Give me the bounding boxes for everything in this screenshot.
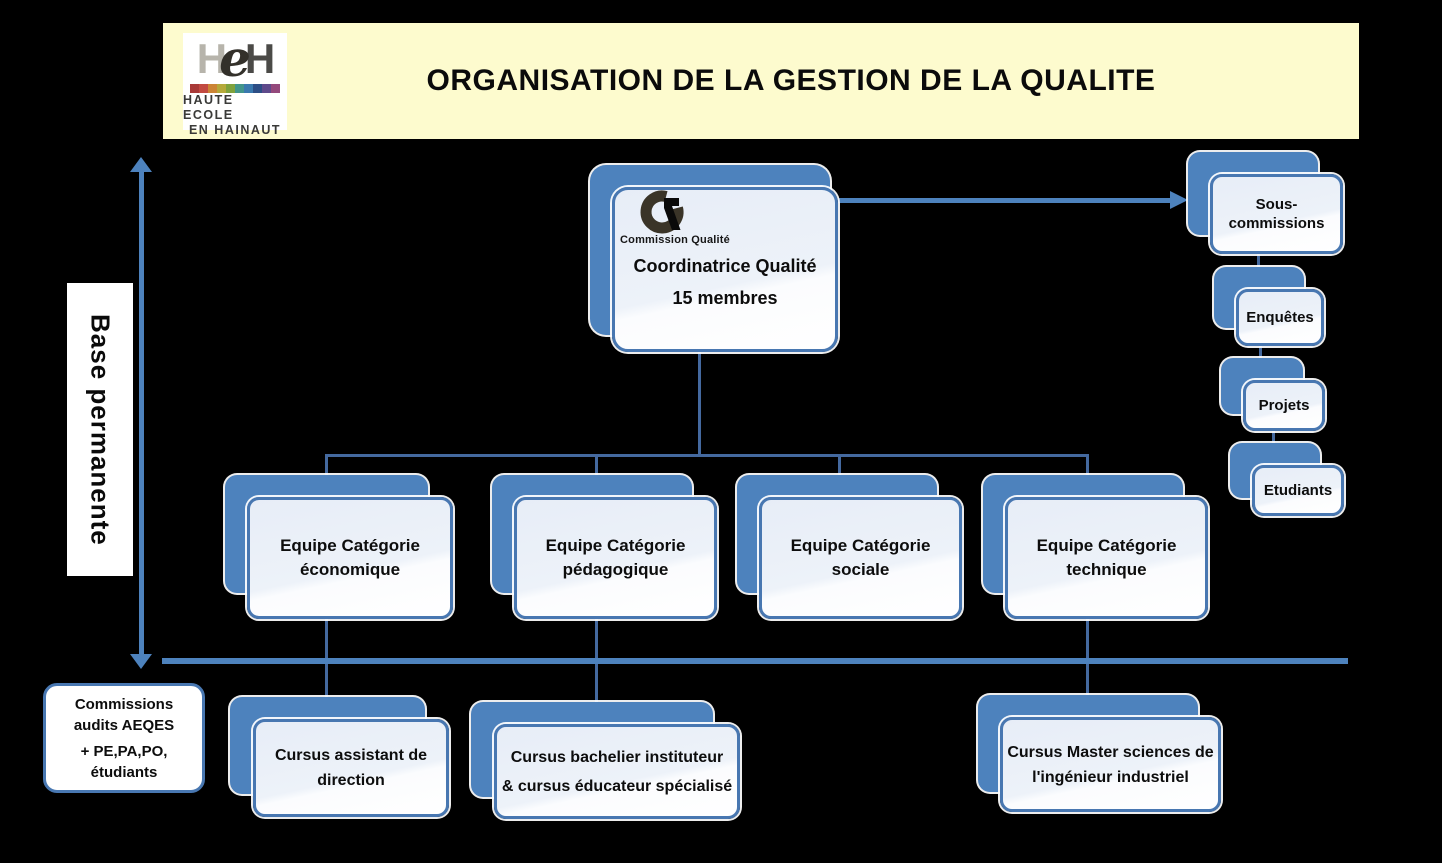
connector-horizontal-bar bbox=[325, 454, 1089, 457]
commission-qualite-icon bbox=[640, 190, 684, 234]
stripe-swatch bbox=[199, 84, 208, 93]
commission-line2: 15 membres bbox=[672, 288, 778, 308]
arrow-down-icon bbox=[130, 654, 152, 669]
enquetes-box: Enquêtes bbox=[1236, 289, 1324, 346]
enquetes-label: Enquêtes bbox=[1246, 309, 1314, 326]
commission-qualite-caption: Commission Qualité bbox=[620, 234, 730, 246]
heh-letter-h-light: H bbox=[196, 35, 227, 82]
heh-logo-letters: H e H bbox=[196, 29, 276, 88]
cursus-bachelier-label: Cursus bachelier instituteur& cursus édu… bbox=[501, 748, 733, 795]
arrow-right-icon bbox=[1170, 191, 1188, 209]
heh-letter-e: e bbox=[219, 29, 251, 88]
connector-cascade-1 bbox=[1257, 252, 1260, 270]
sous-commissions-box: Sous-commissions bbox=[1210, 174, 1343, 254]
connector-cascade-3 bbox=[1272, 429, 1275, 446]
projets-label: Projets bbox=[1258, 397, 1310, 414]
commission-line1: Coordinatrice Qualité bbox=[633, 256, 817, 276]
stripe-swatch bbox=[190, 84, 199, 93]
aeqes-line2: audits AEQES bbox=[73, 716, 175, 734]
heh-logo: H e H HAUTE ECOLE EN HAINAUT bbox=[183, 29, 287, 137]
stripe-swatch bbox=[262, 84, 271, 93]
connector-drop-team2 bbox=[595, 454, 598, 481]
sous-commissions-label: Sous-commissions bbox=[1228, 196, 1325, 232]
base-permanente-box: Base permanente bbox=[67, 283, 133, 576]
connector-team4-cursus3 bbox=[1086, 617, 1089, 697]
heh-letter-h-dark: H bbox=[244, 35, 275, 82]
vertical-double-arrow-shaft bbox=[139, 170, 144, 656]
heh-logo-text-line1: HAUTE ECOLE bbox=[183, 93, 234, 122]
connector-drop-team4 bbox=[1086, 454, 1089, 481]
arrow-up-icon bbox=[130, 157, 152, 172]
cursus-bachelier-box: Cursus bachelier instituteur& cursus édu… bbox=[494, 724, 740, 819]
connector-center-drop bbox=[698, 352, 701, 456]
connector-drop-team1 bbox=[325, 454, 328, 481]
aeqes-line4: étudiants bbox=[90, 763, 158, 781]
arrow-to-sous-commissions-shaft bbox=[838, 198, 1172, 203]
title-banner: ORGANISATION DE LA GESTION DE LA QUALITE bbox=[163, 23, 1359, 139]
stripe-swatch bbox=[271, 84, 280, 93]
stripe-swatch bbox=[208, 84, 217, 93]
aeqes-note-box: Commissions audits AEQES + PE,PA,PO, étu… bbox=[43, 683, 205, 793]
connector-cascade-2 bbox=[1259, 344, 1262, 361]
aeqes-line1: Commissions bbox=[74, 695, 174, 713]
stripe-swatch bbox=[244, 84, 253, 93]
etudiants-label: Etudiants bbox=[1263, 482, 1333, 499]
heh-logo-text-line2: EN HAINAUT bbox=[188, 123, 282, 137]
page-title: ORGANISATION DE LA GESTION DE LA QUALITE bbox=[426, 64, 1156, 97]
stripe-swatch bbox=[253, 84, 262, 93]
stripe-swatch bbox=[235, 84, 244, 93]
heh-logo-color-stripe bbox=[190, 84, 280, 93]
connector-drop-team3 bbox=[838, 454, 841, 481]
aeqes-line3: + PE,PA,PO, bbox=[80, 742, 168, 760]
stripe-swatch bbox=[217, 84, 226, 93]
commission-box: Commission Qualité Coordinatrice Qualité… bbox=[612, 187, 838, 352]
etudiants-box: Etudiants bbox=[1252, 465, 1344, 516]
base-permanente-label: Base permanente bbox=[85, 313, 116, 546]
projets-box: Projets bbox=[1243, 380, 1325, 431]
baseline-divider bbox=[162, 658, 1348, 664]
stripe-swatch bbox=[226, 84, 235, 93]
